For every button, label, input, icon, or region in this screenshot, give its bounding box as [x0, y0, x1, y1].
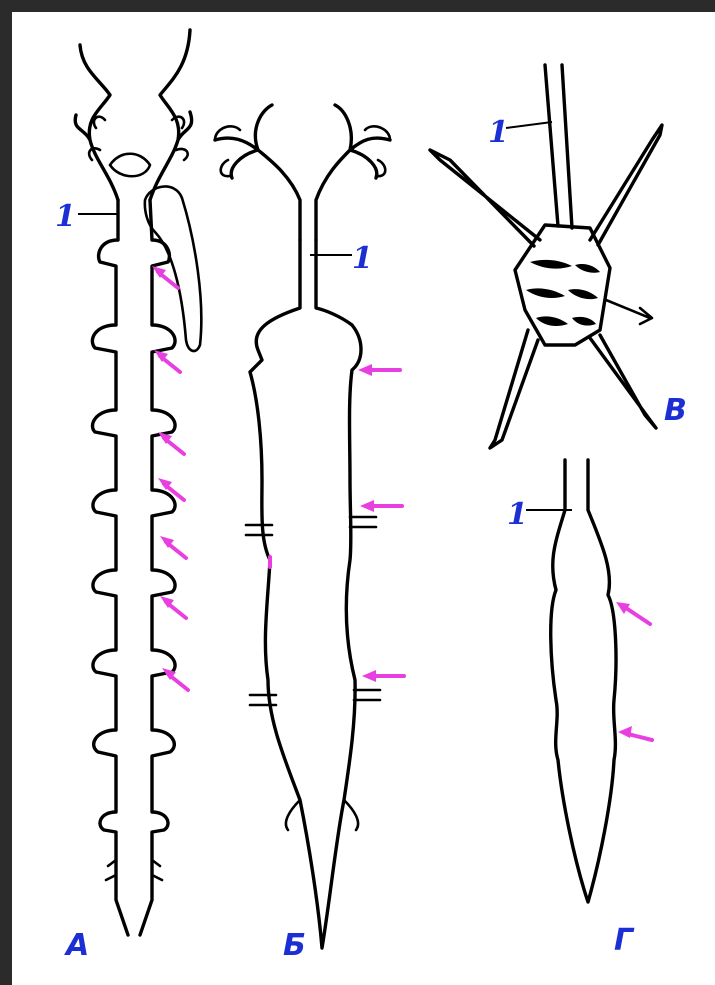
- panel-g-letter: Г: [614, 923, 635, 958]
- panel-a-letter: А: [64, 928, 89, 963]
- panel-b-letter: Б: [283, 928, 306, 963]
- panel-v-leader-1: [506, 122, 552, 128]
- panel-b-label-1: 1: [352, 241, 373, 276]
- panel-v-letter: В: [664, 393, 687, 428]
- panel-g-arrows: [616, 602, 652, 740]
- panel-v: 1 В: [430, 65, 687, 448]
- panel-a: 1 А: [55, 30, 201, 963]
- panel-b: 1 Б: [215, 105, 404, 963]
- panel-a-label-1: 1: [55, 199, 76, 234]
- panel-g: 1 Г: [507, 460, 652, 958]
- panel-g-label-1: 1: [507, 497, 528, 532]
- panel-v-label-1: 1: [488, 115, 509, 150]
- figure-canvas: 1 А 1 Б: [12, 12, 715, 985]
- nervous-system-diagram: 1 А 1 Б: [12, 12, 715, 985]
- panel-b-arrows: [270, 364, 404, 682]
